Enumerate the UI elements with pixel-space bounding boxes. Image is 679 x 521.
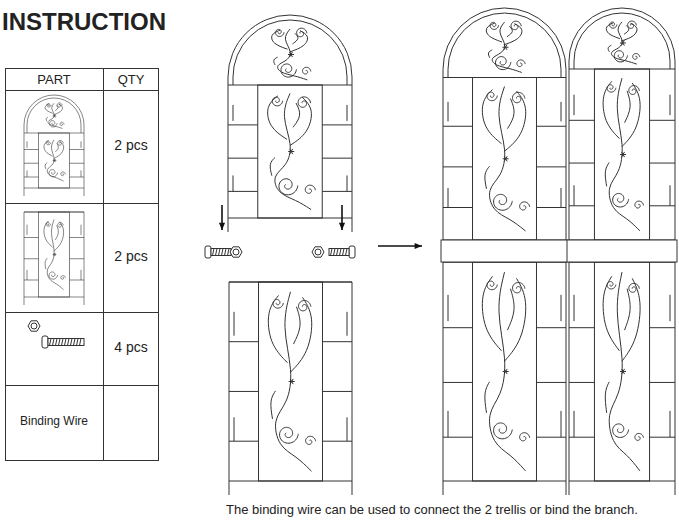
caption: The binding wire can be used to connect … — [226, 503, 638, 517]
assembled-bottom — [443, 262, 566, 495]
title: INSTRUCTION — [2, 9, 166, 35]
nut — [28, 321, 40, 331]
bolt — [329, 246, 355, 258]
assembled-top — [569, 8, 675, 240]
assembled-top — [443, 8, 566, 240]
straight-panel — [229, 282, 352, 495]
arched-panel-icon — [24, 95, 84, 196]
connector-sleeve — [567, 240, 677, 262]
nut — [230, 247, 242, 257]
bolt — [205, 246, 231, 258]
table-cell: 4 pcs — [114, 340, 147, 355]
right-arrow — [378, 243, 422, 249]
table-cell: Binding Wire — [20, 415, 88, 428]
nut — [312, 247, 324, 257]
down-arrow — [219, 205, 225, 230]
connector-sleeve — [441, 240, 568, 262]
table-header: QTY — [118, 73, 145, 87]
bolt — [42, 336, 84, 348]
arched-panel — [228, 15, 352, 232]
assembled-bottom — [569, 262, 675, 495]
table-header: PART — [37, 73, 70, 87]
table-cell: 2 pcs — [114, 249, 147, 264]
table-cell: 2 pcs — [114, 138, 147, 153]
straight-panel-icon — [24, 212, 84, 305]
parts-table — [6, 69, 159, 461]
down-arrow — [339, 205, 345, 230]
